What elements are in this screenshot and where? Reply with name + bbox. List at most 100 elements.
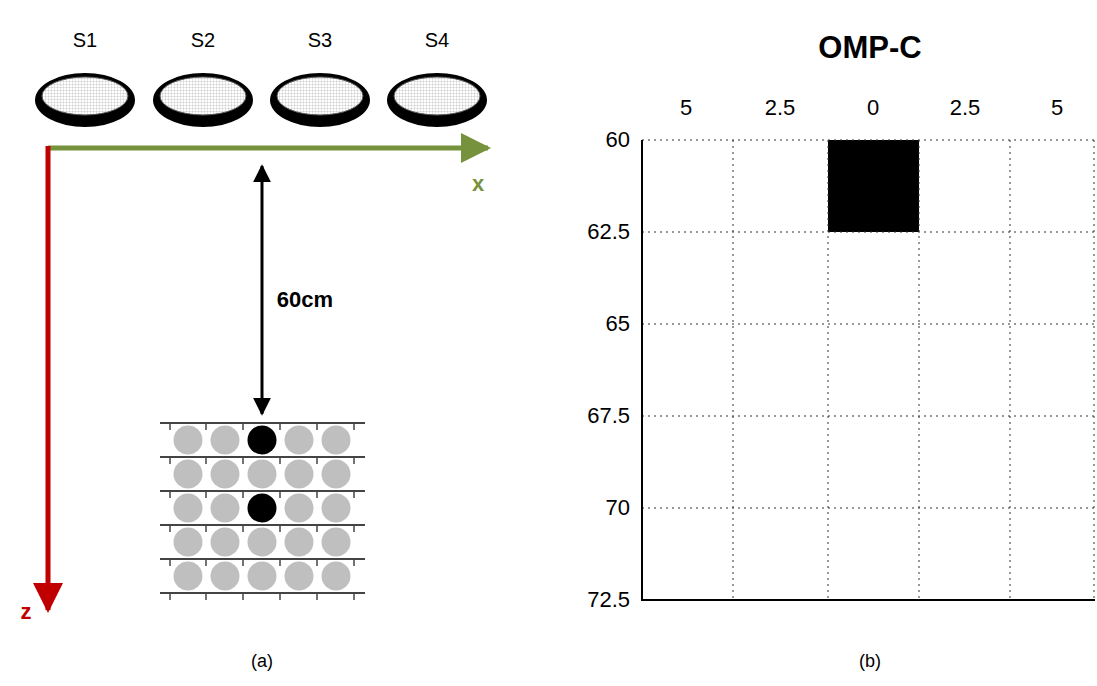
grid-tick bbox=[316, 559, 318, 566]
grid-tick bbox=[242, 593, 244, 600]
grid-line bbox=[642, 508, 1094, 509]
grid-cell bbox=[211, 460, 240, 489]
sensor-label: S1 bbox=[73, 29, 97, 51]
sensor-mesh bbox=[160, 77, 246, 115]
grid-tick bbox=[279, 457, 281, 464]
sensor-mesh bbox=[42, 77, 128, 115]
sensor-label: S2 bbox=[191, 29, 215, 51]
grid-rod bbox=[160, 592, 365, 594]
grid-tick bbox=[353, 559, 355, 566]
panel-caption: (a) bbox=[251, 652, 273, 672]
grid-tick bbox=[316, 593, 318, 600]
grid-line bbox=[1010, 140, 1011, 600]
grid-rod bbox=[160, 490, 365, 492]
grid-rod bbox=[160, 524, 365, 526]
target-grid bbox=[160, 423, 365, 600]
grid-cell bbox=[285, 460, 314, 489]
grid-tick bbox=[205, 559, 207, 566]
grid-line bbox=[828, 140, 829, 600]
grid-cell bbox=[322, 562, 351, 591]
grid-line bbox=[642, 232, 1094, 233]
grid-tick bbox=[279, 423, 281, 430]
grid-cell bbox=[248, 528, 277, 557]
grid-cell bbox=[211, 426, 240, 455]
sensor-mesh bbox=[277, 77, 363, 115]
tick-label: 67.5 bbox=[587, 404, 630, 428]
grid-tick bbox=[242, 457, 244, 464]
grid-cell bbox=[285, 494, 314, 523]
grid-cell bbox=[285, 528, 314, 557]
axis-label: x bbox=[472, 172, 484, 196]
plot-frame bbox=[641, 599, 1095, 601]
sensor-dishes bbox=[35, 73, 487, 127]
sensor-label: S4 bbox=[425, 29, 449, 51]
grid-tick bbox=[242, 559, 244, 566]
grid-tick bbox=[169, 423, 171, 430]
sensor-dish bbox=[35, 73, 135, 127]
grid-cell bbox=[248, 460, 277, 489]
tick-label: 60 bbox=[606, 128, 630, 152]
grid-tick bbox=[169, 525, 171, 532]
sensor-mesh bbox=[394, 77, 480, 115]
tick-label: 70 bbox=[606, 496, 630, 520]
grid-tick bbox=[316, 491, 318, 498]
omp-plot bbox=[641, 140, 1095, 600]
plot-title: OMP-C bbox=[818, 31, 921, 65]
grid-tick bbox=[353, 525, 355, 532]
grid-tick bbox=[205, 593, 207, 600]
plot-frame bbox=[641, 140, 643, 600]
target-object bbox=[248, 426, 277, 455]
dimension-label: 60cm bbox=[277, 288, 333, 312]
grid-tick bbox=[169, 593, 171, 600]
sensor-dish bbox=[153, 73, 253, 127]
axis-label: z bbox=[21, 600, 32, 624]
grid-tick bbox=[205, 491, 207, 498]
grid-line bbox=[733, 140, 734, 600]
grid-tick bbox=[279, 525, 281, 532]
grid-cell bbox=[285, 562, 314, 591]
grid-rod bbox=[160, 422, 365, 424]
x-axis bbox=[48, 146, 488, 151]
grid-cell bbox=[211, 528, 240, 557]
grid-tick bbox=[205, 525, 207, 532]
grid-tick bbox=[169, 559, 171, 566]
grid-tick bbox=[353, 423, 355, 430]
tick-label: 5 bbox=[1051, 96, 1063, 120]
grid-cell bbox=[174, 562, 203, 591]
grid-tick bbox=[169, 457, 171, 464]
grid-tick bbox=[279, 593, 281, 600]
panel-caption: (b) bbox=[859, 652, 881, 672]
grid-line bbox=[642, 416, 1094, 417]
grid-cell bbox=[174, 528, 203, 557]
grid-cell bbox=[322, 426, 351, 455]
sensor-dish bbox=[387, 73, 487, 127]
grid-cell bbox=[174, 494, 203, 523]
grid-cell bbox=[174, 426, 203, 455]
grid-line bbox=[642, 324, 1094, 325]
grid-line bbox=[642, 140, 1094, 141]
grid-tick bbox=[242, 525, 244, 532]
grid-tick bbox=[279, 491, 281, 498]
grid-cell bbox=[322, 528, 351, 557]
grid-cell bbox=[174, 460, 203, 489]
tick-label: 5 bbox=[680, 96, 692, 120]
grid-rod bbox=[160, 456, 365, 458]
detected-cell bbox=[828, 140, 919, 232]
grid-cell bbox=[285, 426, 314, 455]
grid-tick bbox=[169, 491, 171, 498]
grid-tick bbox=[353, 593, 355, 600]
grid-tick bbox=[353, 457, 355, 464]
grid-tick bbox=[353, 491, 355, 498]
grid-tick bbox=[279, 559, 281, 566]
grid-tick bbox=[205, 423, 207, 430]
z-axis bbox=[46, 146, 51, 610]
grid-tick bbox=[316, 457, 318, 464]
grid-rod bbox=[160, 558, 365, 560]
grid-tick bbox=[205, 457, 207, 464]
grid-line bbox=[919, 140, 920, 600]
grid-tick bbox=[316, 525, 318, 532]
grid-cell bbox=[248, 562, 277, 591]
tick-label: 62.5 bbox=[587, 220, 630, 244]
tick-label: 2.5 bbox=[765, 96, 796, 120]
